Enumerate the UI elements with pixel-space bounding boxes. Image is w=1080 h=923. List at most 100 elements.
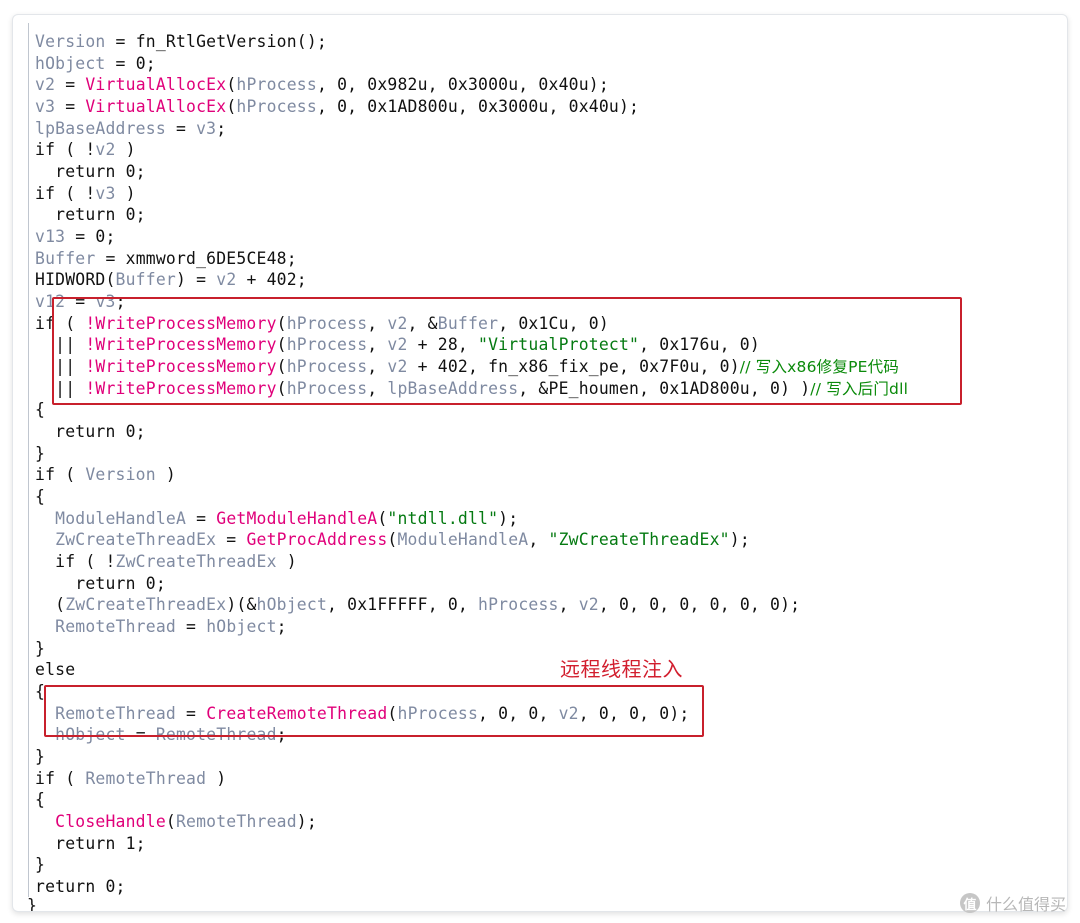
code-token: if (	[35, 465, 86, 485]
code-token: "ntdll.dll"	[387, 508, 499, 528]
code-line: ModuleHandleA = GetModuleHandleA("ntdll.…	[35, 508, 518, 530]
code-token: )(&	[226, 595, 257, 615]
code-token: );	[296, 812, 317, 832]
code-line: Buffer = xmmword_6DE5CE48;	[35, 248, 297, 270]
code-token: , 0x1FFFFF, 0,	[327, 595, 479, 615]
code-token: hProcess	[397, 703, 479, 723]
code-token: , 0, 0x982u, 0x3000u, 0x40u);	[316, 75, 609, 95]
code-token: !WriteProcessMemory	[85, 335, 277, 355]
code-token: ZwCreateThreadEx	[115, 552, 277, 572]
code-token: , 0x176u, 0)	[639, 335, 760, 355]
code-token: CreateRemoteThread	[206, 703, 388, 723]
code-token: )	[155, 465, 176, 485]
write-process-memory-highlight	[52, 297, 962, 405]
code-line: CloseHandle(RemoteThread);	[35, 811, 317, 833]
code-token: // 写入x86修复PE代码	[739, 358, 900, 377]
code-token: (	[377, 508, 388, 528]
code-token: return 0;	[35, 422, 146, 442]
code-token: (	[226, 75, 237, 95]
code-token: ,	[528, 530, 549, 550]
code-token: !WriteProcessMemory	[85, 357, 277, 377]
code-token: v2	[558, 703, 579, 723]
code-token: hProcess	[478, 595, 559, 615]
code-token: =	[175, 617, 207, 637]
code-token: HIDWORD(	[35, 270, 116, 290]
code-token: hProcess	[286, 357, 368, 377]
code-line: {	[35, 789, 45, 811]
code-token: "VirtualProtect"	[478, 335, 640, 355]
code-token: = fn_RtlGetVersion();	[105, 32, 327, 51]
smzdm-logo-icon: 值	[959, 893, 980, 913]
code-token: ,	[367, 378, 388, 398]
code-line: return 0;	[35, 876, 126, 898]
code-line: (ZwCreateThreadEx)(&hObject, 0x1FFFFF, 0…	[35, 594, 800, 616]
code-line: hObject = RemoteThread;	[35, 724, 287, 746]
code-token: }	[35, 443, 46, 463]
code-token: if ( !	[35, 140, 96, 160]
code-line: else	[35, 659, 75, 681]
code-line: return 0;	[35, 204, 146, 226]
code-token: =	[55, 97, 86, 116]
code-token: else	[35, 660, 76, 680]
code-line: if ( !v3 )	[35, 183, 136, 205]
code-token: return 0;	[35, 573, 166, 593]
code-token: ,	[367, 335, 388, 355]
code-line: }	[35, 638, 45, 660]
code-line: v2 = VirtualAllocEx(hProcess, 0, 0x982u,…	[35, 74, 609, 96]
watermark-text: 什么值得买	[985, 895, 1066, 914]
code-token: =	[65, 292, 96, 312]
code-token: , &PE_houmen, 0x1AD800u, 0) )	[518, 378, 811, 398]
code-token: ;	[276, 725, 287, 745]
code-token: hProcess	[286, 378, 368, 398]
code-token: }	[35, 747, 46, 767]
code-token: ) =	[175, 270, 217, 290]
code-token: v3	[35, 97, 56, 116]
code-line: return 0;	[35, 573, 166, 595]
code-line: ZwCreateThreadEx = GetProcAddress(Module…	[35, 529, 750, 551]
code-token: + 402;	[236, 270, 307, 290]
code-token: ;	[115, 292, 126, 312]
code-token: v3	[95, 292, 116, 312]
code-token: =	[216, 530, 247, 550]
code-token: (	[35, 595, 66, 615]
function-closing-brace: }	[27, 896, 37, 912]
code-token	[35, 812, 55, 831]
code-token: ;	[276, 617, 287, 637]
code-token: !WriteProcessMemory	[85, 313, 277, 333]
watermark: 值 什么值得买	[959, 891, 1066, 915]
code-token: !WriteProcessMemory	[85, 378, 277, 398]
code-token: ||	[35, 378, 86, 398]
code-token: )	[206, 768, 227, 788]
code-token: VirtualAllocEx	[85, 97, 227, 116]
code-token: v2	[387, 313, 408, 333]
code-token: , 0x1Cu, 0)	[498, 313, 609, 333]
code-token: =	[186, 508, 217, 528]
code-line: hObject = 0;	[35, 53, 156, 75]
code-line: || !WriteProcessMemory(hProcess, v2 + 40…	[35, 356, 899, 378]
code-token: , 0, 0, 0);	[578, 703, 690, 723]
code-token: CloseHandle	[55, 812, 166, 832]
code-token: = 0;	[105, 53, 156, 73]
code-token: RemoteThread	[155, 725, 277, 745]
code-token: ,	[558, 595, 579, 615]
code-line: Version = fn_RtlGetVersion();	[35, 31, 327, 53]
code-line: if ( !ZwCreateThreadEx )	[35, 551, 297, 573]
code-token: {	[35, 790, 46, 810]
code-line: if ( !WriteProcessMemory(hProcess, v2, &…	[35, 313, 609, 335]
code-token: RemoteThread	[85, 768, 207, 788]
code-token: ZwCreateThreadEx	[65, 595, 227, 615]
code-line: v3 = VirtualAllocEx(hProcess, 0, 0x1AD80…	[35, 96, 639, 118]
code-line: lpBaseAddress = v3;	[35, 118, 226, 140]
code-line: || !WriteProcessMemory(hProcess, v2 + 28…	[35, 334, 760, 356]
code-token: return 1;	[35, 833, 146, 853]
code-token: hObject	[256, 595, 328, 615]
code-token: RemoteThread	[55, 703, 176, 723]
code-token: {	[35, 487, 46, 507]
code-token: return 0;	[35, 877, 126, 897]
code-token: Version	[85, 465, 156, 485]
code-token: if ( !	[35, 552, 116, 572]
code-token: RemoteThread	[175, 812, 297, 832]
code-line: return 0;	[35, 421, 146, 443]
code-token: v12	[35, 292, 66, 312]
code-token: hProcess	[286, 335, 368, 355]
